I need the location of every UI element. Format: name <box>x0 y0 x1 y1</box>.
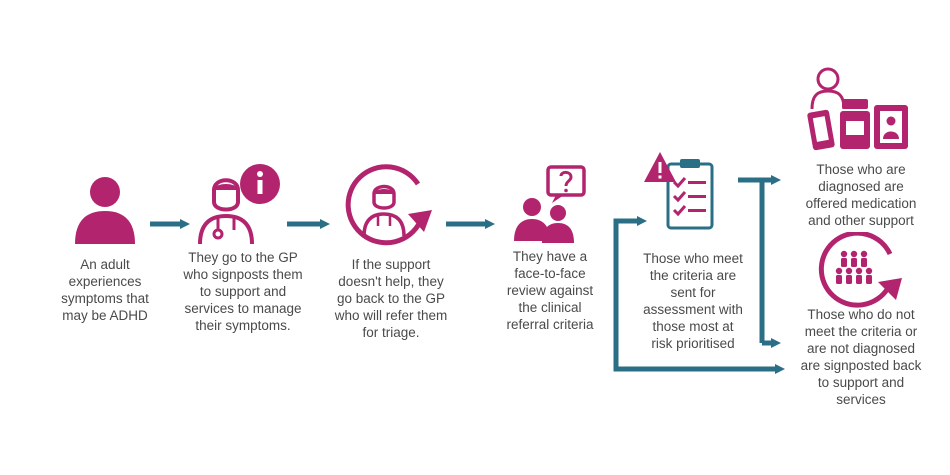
step-2-caption: They go to the GP who signposts them to … <box>183 250 303 333</box>
face-to-face-review-icon <box>514 165 586 243</box>
medication-icon <box>807 67 908 151</box>
outcome-1-caption: Those who are diagnosed are offered medi… <box>805 162 917 228</box>
step-4-caption: They have a face-to-face review against … <box>506 249 594 332</box>
arrow-step5-to-outcomes <box>738 175 781 348</box>
step-1-caption: An adult experiences symptoms that may b… <box>61 257 149 323</box>
arrow-step4-to-step5 <box>613 216 647 365</box>
arrow-step4-to-outcome2 <box>613 363 785 374</box>
outcome-2-caption: Those who do not meet the criteria or ar… <box>800 307 922 407</box>
warning-checklist-icon <box>644 152 714 230</box>
step-3-caption: If the support doesn't help, they go bac… <box>334 257 448 340</box>
signpost-back-icon <box>818 232 902 308</box>
gp-info-icon <box>198 164 280 245</box>
gp-return-icon <box>345 164 432 246</box>
step-5-caption: Those who meet the criteria are sent for… <box>643 251 743 351</box>
person-icon <box>75 177 135 244</box>
